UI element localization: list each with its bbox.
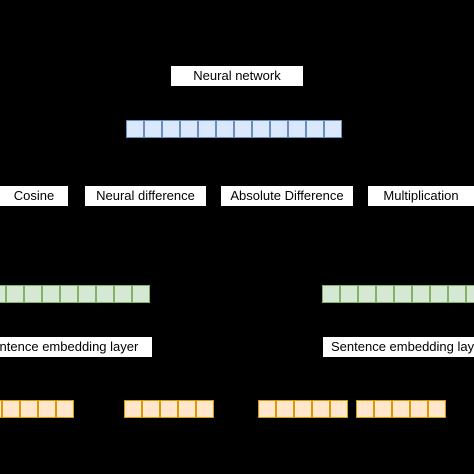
sentence-vector-cell bbox=[132, 285, 150, 303]
neural-network-label: Neural network bbox=[171, 66, 303, 86]
nn-vector-cell bbox=[306, 120, 324, 138]
sentence-vector-cell bbox=[24, 285, 42, 303]
word-vector-cell bbox=[142, 400, 160, 418]
cosine-label: Cosine bbox=[0, 186, 68, 206]
word-vector-cell bbox=[124, 400, 142, 418]
word-vector-cell bbox=[312, 400, 330, 418]
nn-vector-cell bbox=[288, 120, 306, 138]
neural-difference-label: Neural difference bbox=[85, 186, 206, 206]
word-vector-cell bbox=[330, 400, 348, 418]
word-vector-cell bbox=[356, 400, 374, 418]
word-vector-cell bbox=[160, 400, 178, 418]
word-vector-group-3 bbox=[258, 400, 348, 418]
nn-vector-cell bbox=[180, 120, 198, 138]
sentence-vector-left bbox=[0, 285, 150, 303]
sentence-vector-cell bbox=[394, 285, 412, 303]
sentence-vector-cell bbox=[466, 285, 474, 303]
nn-vector-cell bbox=[252, 120, 270, 138]
word-vector-cell bbox=[38, 400, 56, 418]
nn-vector-cell bbox=[270, 120, 288, 138]
nn-vector-cell bbox=[324, 120, 342, 138]
word-vector-cell bbox=[276, 400, 294, 418]
word-vector-cell bbox=[258, 400, 276, 418]
sentence-vector-cell bbox=[340, 285, 358, 303]
word-vector-group-1 bbox=[0, 400, 74, 418]
sentence-vector-cell bbox=[114, 285, 132, 303]
word-vector-cell bbox=[56, 400, 74, 418]
sentence-embedding-left-text: Sentence embedding layer bbox=[0, 339, 139, 354]
sentence-vector-cell bbox=[322, 285, 340, 303]
word-vector-cell bbox=[2, 400, 20, 418]
sentence-vector-cell bbox=[412, 285, 430, 303]
word-vector-group-4 bbox=[356, 400, 446, 418]
sentence-embedding-right-text: Sentence embedding layer bbox=[331, 339, 474, 354]
sentence-vector-right bbox=[322, 285, 474, 303]
sentence-vector-cell bbox=[78, 285, 96, 303]
word-vector-cell bbox=[178, 400, 196, 418]
sentence-vector-cell bbox=[376, 285, 394, 303]
word-vector-cell bbox=[410, 400, 428, 418]
word-vector-group-2 bbox=[124, 400, 214, 418]
sentence-vector-cell bbox=[6, 285, 24, 303]
sentence-vector-cell bbox=[358, 285, 376, 303]
nn-vector-cell bbox=[198, 120, 216, 138]
sentence-embedding-right-label: Sentence embedding layer bbox=[323, 337, 474, 357]
sentence-embedding-left-label: Sentence embedding layer bbox=[0, 337, 152, 357]
nn-vector-cell bbox=[144, 120, 162, 138]
sentence-vector-cell bbox=[60, 285, 78, 303]
word-vector-cell bbox=[392, 400, 410, 418]
neural-network-vector bbox=[126, 120, 342, 138]
word-vector-cell bbox=[0, 400, 2, 418]
sentence-vector-cell bbox=[0, 285, 6, 303]
nn-vector-cell bbox=[162, 120, 180, 138]
nn-vector-cell bbox=[234, 120, 252, 138]
absolute-difference-label: Absolute Difference bbox=[221, 186, 353, 206]
word-vector-cell bbox=[196, 400, 214, 418]
sentence-vector-cell bbox=[96, 285, 114, 303]
sentence-vector-cell bbox=[430, 285, 448, 303]
word-vector-cell bbox=[294, 400, 312, 418]
sentence-vector-cell bbox=[448, 285, 466, 303]
nn-vector-cell bbox=[216, 120, 234, 138]
nn-vector-cell bbox=[126, 120, 144, 138]
word-vector-cell bbox=[20, 400, 38, 418]
multiplication-label: Multiplication bbox=[368, 186, 474, 206]
word-vector-cell bbox=[374, 400, 392, 418]
word-vector-cell bbox=[428, 400, 446, 418]
sentence-vector-cell bbox=[42, 285, 60, 303]
